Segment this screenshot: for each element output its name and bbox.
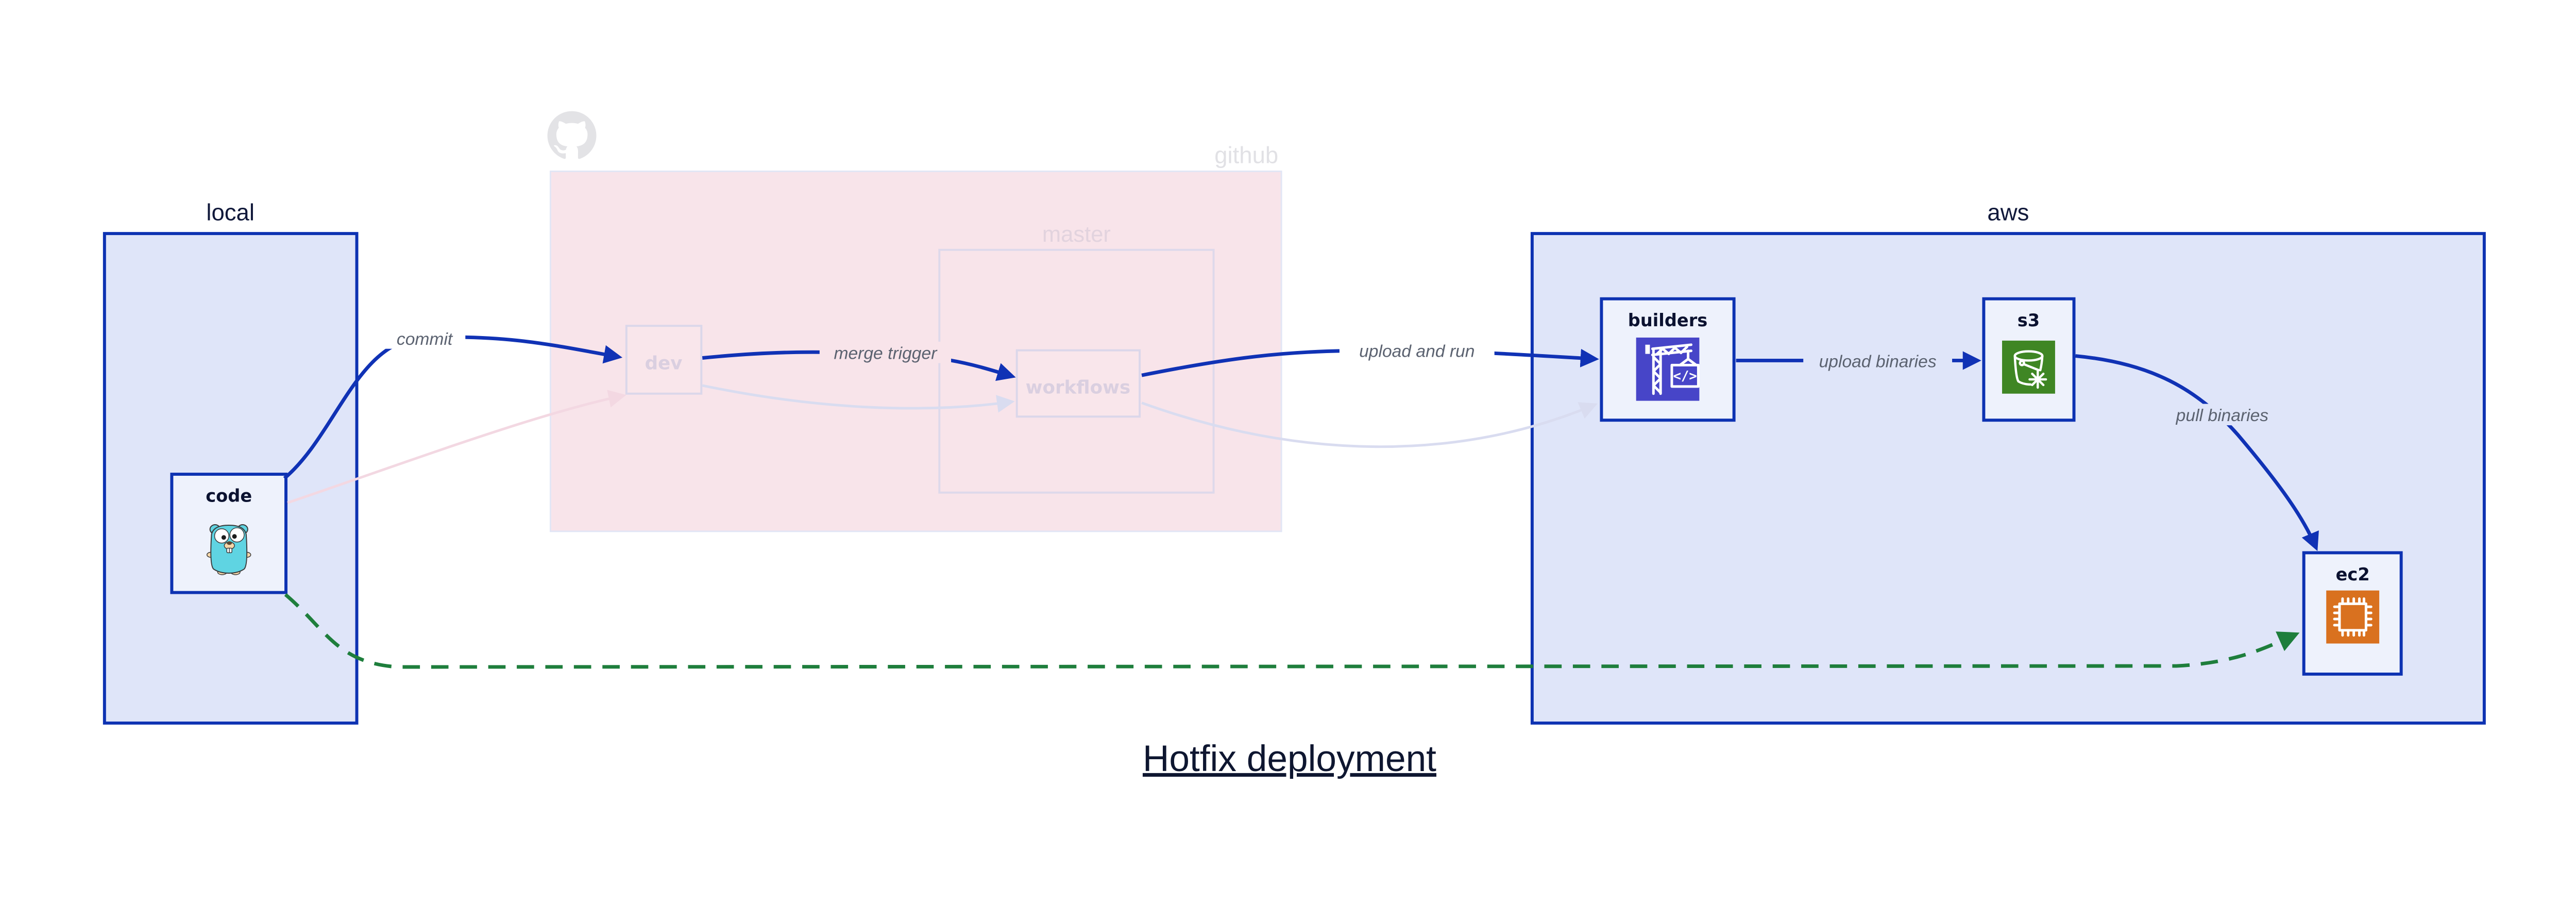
edge-upload-binaries: upload binaries (1736, 349, 1981, 372)
edge-merge-trigger-label: merge trigger (834, 344, 938, 363)
snowflake-glyph (2028, 370, 2047, 389)
master-container: master (938, 222, 1215, 494)
ec2-label: ec2 (2336, 564, 2370, 584)
ec2-chip-icon (2326, 590, 2380, 644)
local-container: local code (103, 199, 359, 725)
node-s3: s3 (1982, 297, 2076, 422)
edge-merge-trigger: merge trigger (702, 341, 1016, 381)
edge-upload-and-run-label: upload and run (1359, 342, 1475, 361)
edge-commit: commit (283, 327, 623, 480)
edge-commit-label-bg (383, 327, 466, 349)
go-gopher-icon (206, 524, 251, 575)
edge-workflows-builders-faded (1141, 402, 1598, 448)
master-region (938, 248, 1215, 494)
local-container-label: local (206, 199, 255, 225)
github-container-label: github (1214, 142, 1278, 169)
node-workflows: workflows (1015, 349, 1141, 418)
edge-upload-and-run: upload and run (1141, 339, 1599, 377)
s3-glacier-bucket-icon (2002, 340, 2055, 394)
node-dev: dev (625, 325, 703, 395)
edge-upload-and-run-label-bg (1339, 339, 1495, 361)
node-builders: builders </> (1600, 297, 1736, 422)
edge-pull-binaries-label: pull binaries (2176, 406, 2269, 425)
edge-code-dev-faded (287, 390, 626, 504)
edge-pull-binaries-path (2075, 354, 2319, 552)
ec2-box (2302, 551, 2403, 676)
code-label: code (206, 486, 252, 506)
workflows-label: workflows (1026, 377, 1131, 398)
node-ec2: ec2 (2302, 551, 2403, 676)
edge-pull-binaries: pull binaries (2075, 354, 2319, 552)
aws-container-label: aws (1987, 199, 2029, 225)
edge-upload-binaries-label: upload binaries (1819, 352, 1937, 371)
builders-icon-glyph: </> (1673, 369, 1697, 384)
s3-box (1982, 297, 2076, 422)
edge-commit-label: commit (397, 330, 453, 349)
dev-box (625, 325, 703, 395)
github-octocat-icon (547, 111, 597, 159)
diagram-title: Hotfix deployment (1143, 739, 1436, 779)
node-code: code (170, 473, 287, 594)
s3-label: s3 (2018, 310, 2040, 330)
edge-merge-trigger-label-bg (819, 341, 952, 363)
edge-pull-binaries-label-bg (2160, 404, 2285, 426)
master-container-label: master (1042, 222, 1111, 247)
edge-upload-binaries-label-bg (1803, 349, 1953, 372)
aws-container: aws builders </> (1530, 199, 2486, 725)
dev-label: dev (645, 353, 683, 374)
codebuild-crane-icon: </> (1636, 337, 1700, 401)
workflows-box (1015, 349, 1141, 418)
builders-label: builders (1628, 310, 1708, 330)
edge-dev-workflows-faded (702, 384, 1015, 413)
edge-hotfix-direct-path (284, 593, 2300, 669)
github-container: github master dev workflows (547, 111, 1282, 532)
